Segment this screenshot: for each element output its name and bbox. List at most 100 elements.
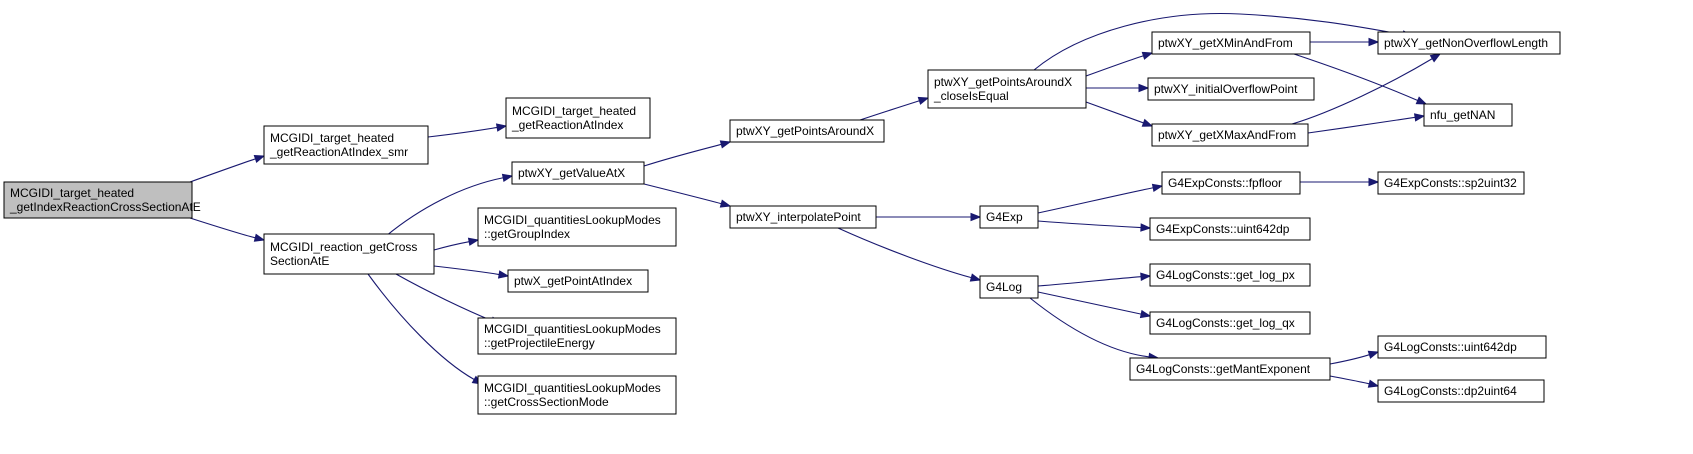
function-node-box xyxy=(477,207,677,247)
function-node-box xyxy=(263,125,429,165)
function-node-box xyxy=(1129,357,1331,381)
call-edge-n1-n3 xyxy=(427,123,508,138)
call-edge-n14-n22 xyxy=(1310,37,1380,47)
function-node-box xyxy=(1423,103,1513,127)
call-edge-n21-n25 xyxy=(1329,350,1380,365)
function-node-box xyxy=(507,269,649,293)
function-node-label: SectionAtE xyxy=(270,254,329,268)
function-node-label: G4ExpConsts::uint642dp xyxy=(1156,222,1290,236)
function-node-box xyxy=(927,69,1087,109)
function-node-box xyxy=(1149,217,1311,241)
call-edge-n13-n21 xyxy=(1029,297,1160,362)
function-node-box xyxy=(3,181,193,219)
call-edge-n2-n6 xyxy=(433,265,510,279)
call-edge-n10-n12 xyxy=(876,212,982,222)
call-edge-n12-n17 xyxy=(1037,183,1164,214)
function-node-label: G4LogConsts::dp2uint64 xyxy=(1384,384,1517,398)
function-node-label: MCGIDI_target_heated xyxy=(10,186,134,200)
function-node: MCGIDI_target_heated_getIndexReactionCro… xyxy=(3,181,201,219)
function-node-box xyxy=(1151,31,1311,55)
function-node-box xyxy=(1377,335,1547,359)
function-node[interactable]: G4Log xyxy=(979,275,1039,299)
function-node-label: G4ExpConsts::sp2uint32 xyxy=(1384,176,1517,190)
function-node[interactable]: G4Exp xyxy=(979,205,1039,229)
function-node-label: _getReactionAtIndex xyxy=(511,118,623,132)
function-node-label: MCGIDI_reaction_getCross xyxy=(270,240,417,254)
function-node-box xyxy=(477,375,677,415)
function-node[interactable]: G4LogConsts::uint642dp xyxy=(1377,335,1547,359)
function-node-box xyxy=(1377,171,1525,195)
function-node-label: ptwXY_getPointsAroundX xyxy=(736,124,874,138)
function-node-label: ptwXY_getXMaxAndFrom xyxy=(1158,128,1296,142)
function-node[interactable]: G4LogConsts::get_log_px xyxy=(1149,263,1311,287)
function-node-box xyxy=(477,317,677,355)
function-node[interactable]: MCGIDI_quantitiesLookupModes::getGroupIn… xyxy=(477,207,677,247)
function-nodes: MCGIDI_target_heated_getIndexReactionCro… xyxy=(3,31,1561,415)
function-node-label: ptwXY_getPointsAroundX xyxy=(934,75,1072,89)
function-node[interactable]: G4LogConsts::get_log_qx xyxy=(1149,311,1311,335)
function-node[interactable]: ptwXY_getValueAtX xyxy=(511,161,645,185)
call-edge-n0-n1 xyxy=(189,154,266,183)
call-edge-n14-n23 xyxy=(1293,53,1428,105)
function-node-box xyxy=(1161,171,1301,195)
function-node-label: MCGIDI_quantitiesLookupModes xyxy=(484,213,661,227)
call-edge-n4-n9 xyxy=(643,140,732,167)
function-node-box xyxy=(729,119,885,143)
function-node[interactable]: MCGIDI_quantitiesLookupModes::getCrossSe… xyxy=(477,375,677,415)
function-node[interactable]: G4ExpConsts::fpfloor xyxy=(1161,171,1301,195)
call-edge-n4-n10 xyxy=(643,183,732,208)
function-node[interactable]: G4LogConsts::getMantExponent xyxy=(1129,357,1331,381)
call-edge-n21-n26 xyxy=(1329,375,1380,388)
function-node-label: ptwXY_getXMinAndFrom xyxy=(1158,36,1293,50)
call-edge-n11-n15 xyxy=(1085,83,1150,93)
function-node-label: MCGIDI_quantitiesLookupModes xyxy=(484,381,661,395)
function-node-box xyxy=(505,97,651,139)
function-node[interactable]: ptwXY_getXMinAndFrom xyxy=(1151,31,1311,55)
function-node[interactable]: G4LogConsts::dp2uint64 xyxy=(1377,379,1545,403)
function-node[interactable]: ptwXY_getNonOverflowLength xyxy=(1377,31,1561,55)
function-node-label: G4LogConsts::getMantExponent xyxy=(1136,362,1311,376)
function-node-box xyxy=(1147,77,1315,101)
function-node-label: MCGIDI_target_heated xyxy=(512,104,636,118)
call-edge-n2-n8 xyxy=(367,273,484,385)
function-node-label: _closeIsEqual xyxy=(933,89,1009,103)
function-node-box xyxy=(729,205,877,229)
function-node-label: G4Log xyxy=(986,280,1022,294)
call-edge-n11-n16 xyxy=(1085,101,1154,127)
function-node-label: G4LogConsts::get_log_px xyxy=(1156,268,1295,282)
function-node-label: G4Exp xyxy=(986,210,1023,224)
function-node[interactable]: G4ExpConsts::sp2uint32 xyxy=(1377,171,1525,195)
function-node-box xyxy=(979,205,1039,229)
function-node-box xyxy=(1149,311,1311,335)
function-node-label: G4LogConsts::get_log_qx xyxy=(1156,316,1295,330)
function-node[interactable]: MCGIDI_quantitiesLookupModes::getProject… xyxy=(477,317,677,355)
call-edge-n10-n13 xyxy=(837,227,982,282)
function-node-box xyxy=(263,233,435,275)
function-node-label: nfu_getNAN xyxy=(1430,108,1495,122)
function-node-label: ptwXY_initialOverflowPoint xyxy=(1154,82,1298,96)
call-edge-n2-n4 xyxy=(385,173,514,237)
function-node[interactable]: ptwXY_initialOverflowPoint xyxy=(1147,77,1315,101)
call-edge-n16-n23 xyxy=(1307,113,1426,134)
call-edge-n11-n14 xyxy=(1085,51,1154,77)
call-edge-n13-n19 xyxy=(1037,272,1152,287)
call-edge-n12-n18 xyxy=(1037,220,1152,232)
function-node[interactable]: ptwXY_getPointsAroundX_closeIsEqual xyxy=(927,69,1087,109)
function-node-label: ptwXY_getNonOverflowLength xyxy=(1384,36,1548,50)
function-node-box xyxy=(1377,379,1545,403)
function-node[interactable]: MCGIDI_target_heated_getReactionAtIndex_… xyxy=(263,125,429,165)
function-node[interactable]: ptwXY_getPointsAroundX xyxy=(729,119,885,143)
function-node-label: ::getProjectileEnergy xyxy=(484,336,595,350)
function-node-box xyxy=(1149,263,1311,287)
function-node-label: ::getGroupIndex xyxy=(484,227,570,241)
function-node-label: _getIndexReactionCrossSectionAtE xyxy=(9,200,201,214)
function-node[interactable]: ptwX_getPointAtIndex xyxy=(507,269,649,293)
function-node[interactable]: G4ExpConsts::uint642dp xyxy=(1149,217,1311,241)
function-node-label: G4ExpConsts::fpfloor xyxy=(1168,176,1282,190)
function-node[interactable]: MCGIDI_target_heated_getReactionAtIndex xyxy=(505,97,651,139)
function-node[interactable]: nfu_getNAN xyxy=(1423,103,1513,127)
function-node[interactable]: ptwXY_interpolatePoint xyxy=(729,205,877,229)
function-node[interactable]: ptwXY_getXMaxAndFrom xyxy=(1151,123,1309,147)
